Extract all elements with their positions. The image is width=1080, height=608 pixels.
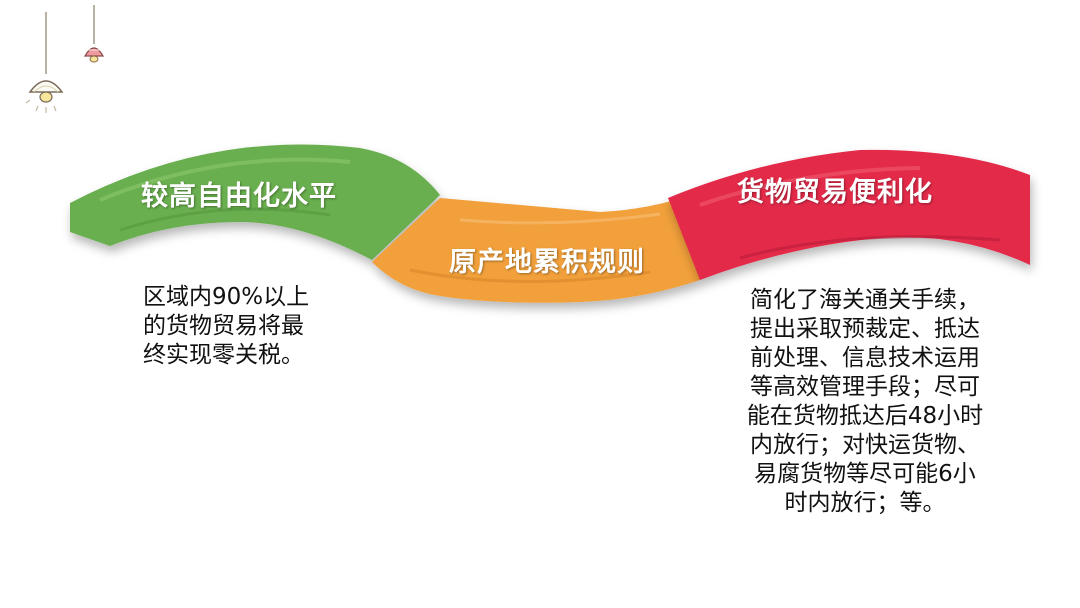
description-left-line: 终实现零关税。 (143, 342, 304, 368)
description-right: 简化了海关通关手续， 提出采取预裁定、抵达 前处理、信息技术运用 等高效管理手段… (720, 286, 1010, 518)
description-right-line: 简化了海关通关手续， (750, 287, 980, 313)
description-right-line: 能在货物抵达后48小时 (746, 403, 984, 429)
ribbon-title-orange: 原产地累积规则 (449, 247, 645, 278)
description-left-line: 区域内90%以上 (143, 284, 310, 310)
ribbon-title-green: 较高自由化水平 (141, 181, 337, 212)
hanging-lamp-icon (25, 12, 64, 113)
description-right-line: 提出采取预裁定、抵达 (750, 316, 980, 342)
description-right-line: 时内放行；等。 (784, 490, 946, 516)
description-left: 区域内90%以上 的货物贸易将最 终实现零关税。 (143, 283, 343, 370)
ribbon-green (70, 144, 440, 260)
small-lamp-icon (83, 5, 105, 63)
description-right-line: 等高效管理手段；尽可 (750, 374, 980, 400)
ribbon-title-red: 货物贸易便利化 (737, 177, 933, 208)
lamps-decoration (25, 5, 105, 113)
description-right-line: 易腐货物等尽可能6小 (754, 461, 976, 487)
description-right-line: 内放行；对快运货物、 (750, 432, 980, 458)
description-left-line: 的货物贸易将最 (143, 313, 304, 339)
ribbon-red (668, 149, 1030, 280)
description-right-line: 前处理、信息技术运用 (750, 345, 980, 371)
